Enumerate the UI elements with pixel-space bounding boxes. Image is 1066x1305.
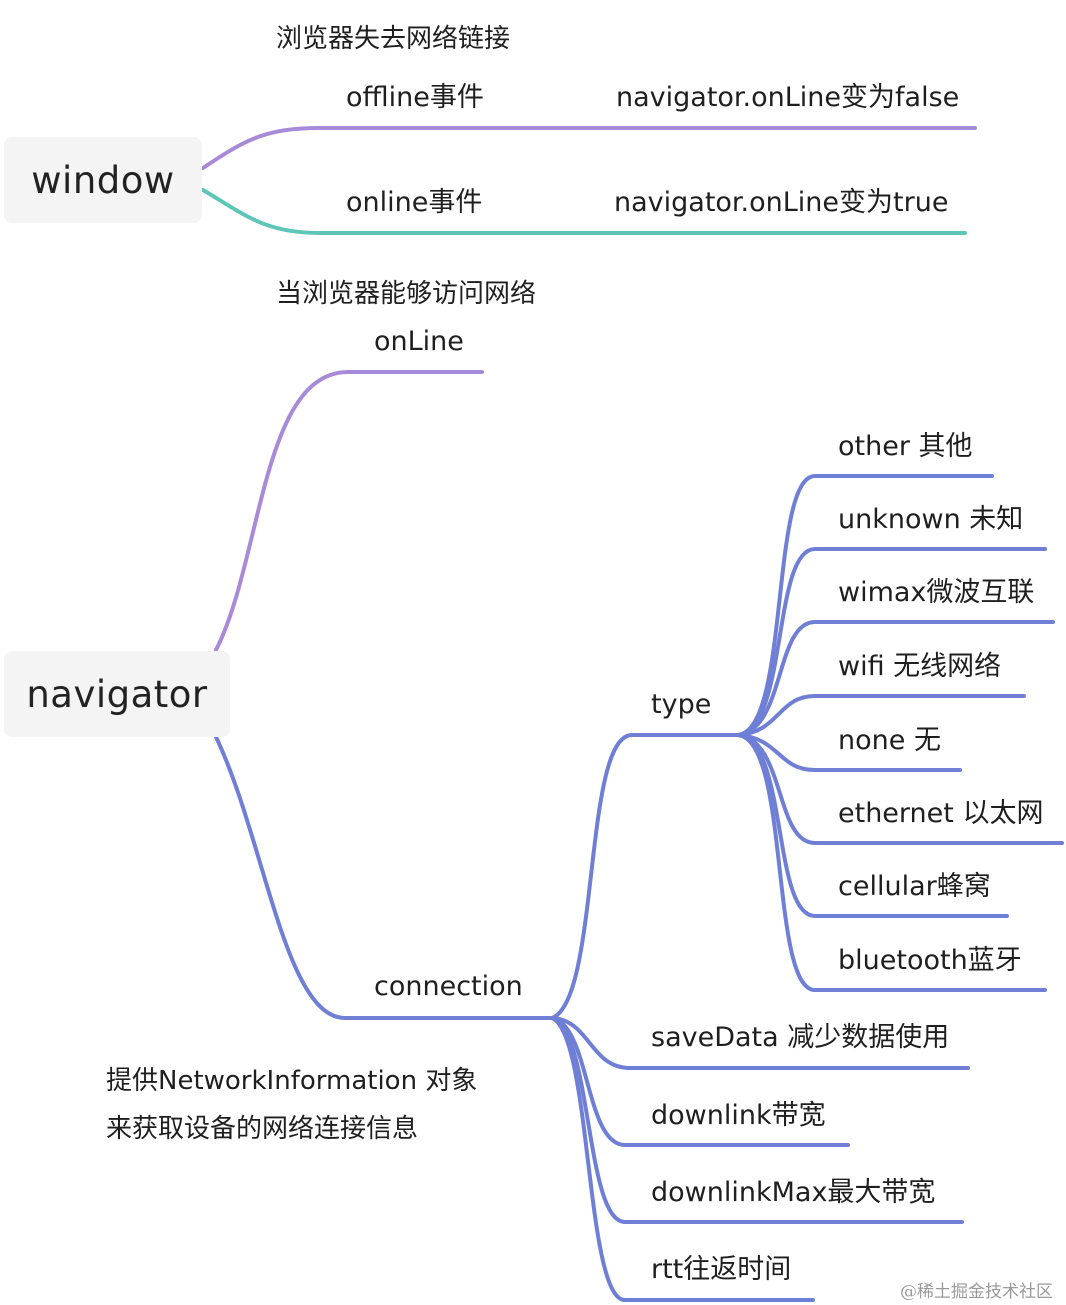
edge-connection-type bbox=[550, 733, 740, 1020]
type-value-unknown[interactable]: unknown 未知 bbox=[838, 504, 1024, 535]
edge-type-wifi bbox=[736, 694, 1026, 737]
online-prop-label[interactable]: onLine bbox=[374, 326, 464, 357]
online-effect-label[interactable]: navigator.onLine变为true bbox=[614, 187, 949, 218]
type-value-wifi[interactable]: wifi 无线网络 bbox=[838, 651, 1002, 682]
edge-connection-savedata bbox=[550, 1016, 970, 1070]
prop-rtt[interactable]: rtt往返时间 bbox=[651, 1254, 792, 1285]
edge-connection-downlink bbox=[550, 1016, 850, 1147]
window-note: 浏览器失去网络链接 bbox=[276, 24, 511, 54]
prop-downlink[interactable]: downlink带宽 bbox=[651, 1100, 826, 1131]
edge-connection-downlinkmax bbox=[550, 1016, 964, 1224]
type-value-other[interactable]: other 其他 bbox=[838, 431, 973, 462]
offline-event-label[interactable]: offline事件 bbox=[346, 82, 484, 113]
connection-note-line2: 来获取设备的网络连接信息 bbox=[106, 1114, 419, 1144]
online-event-label[interactable]: online事件 bbox=[346, 187, 483, 218]
edge-window-online bbox=[201, 188, 967, 235]
edge-navigator-online bbox=[214, 370, 484, 652]
edge-type-none bbox=[736, 733, 962, 772]
watermark: @稀土掘金技术社区 bbox=[900, 1282, 1053, 1302]
prop-downlinkmax[interactable]: downlinkMax最大带宽 bbox=[651, 1177, 936, 1208]
type-value-none[interactable]: none 无 bbox=[838, 725, 941, 756]
edge-navigator-connection bbox=[214, 735, 554, 1020]
window-label: window bbox=[31, 158, 175, 202]
type-value-wimax[interactable]: wimax微波互联 bbox=[838, 577, 1035, 608]
edge-window-offline bbox=[201, 126, 977, 170]
prop-savedata[interactable]: saveData 减少数据使用 bbox=[651, 1022, 950, 1053]
type-value-bluetooth[interactable]: bluetooth蓝牙 bbox=[838, 945, 1022, 976]
type-value-cellular[interactable]: cellular蜂窝 bbox=[838, 871, 991, 902]
navigator-label: navigator bbox=[26, 672, 208, 716]
window-node[interactable]: window bbox=[4, 137, 202, 223]
type-value-ethernet[interactable]: ethernet 以太网 bbox=[838, 798, 1044, 829]
edge-connection-rtt bbox=[550, 1016, 815, 1302]
connection-label[interactable]: connection bbox=[374, 971, 523, 1002]
edge-type-unknown bbox=[736, 547, 1047, 737]
online-note: 当浏览器能够访问网络 bbox=[276, 279, 537, 309]
type-label[interactable]: type bbox=[651, 689, 712, 720]
offline-effect-label[interactable]: navigator.onLine变为false bbox=[616, 82, 960, 113]
edge-type-bluetooth bbox=[736, 733, 1047, 992]
navigator-node[interactable]: navigator bbox=[4, 651, 230, 737]
connection-note-line1: 提供NetworkInformation 对象 bbox=[106, 1066, 478, 1096]
edge-type-wimax bbox=[736, 620, 1055, 737]
